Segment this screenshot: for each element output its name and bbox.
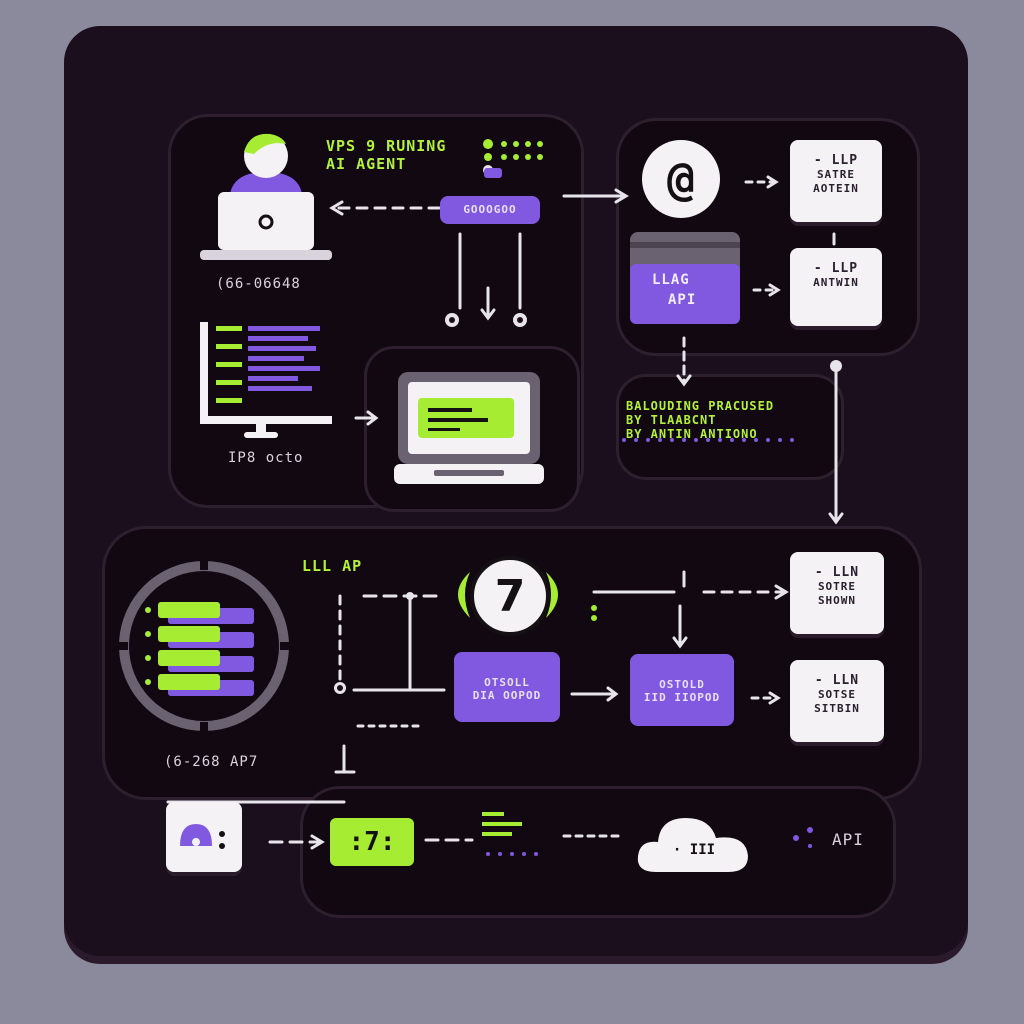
- card-c-line-2: SOTRE: [817, 580, 857, 593]
- bottom-app-icon[interactable]: [166, 802, 242, 872]
- pill-right-line-1: OSTOLD: [659, 678, 705, 691]
- processing-line-3: BY ANTIN ANTIONO: [626, 427, 758, 441]
- server-caption: (6-268 AP7: [164, 754, 259, 770]
- data-lines-icon: [478, 808, 538, 848]
- card-d-line-2: SOTSE: [817, 688, 857, 701]
- vps-label-line-1: VPS 9 RUNING: [326, 137, 447, 155]
- profile-glyph-icon: [180, 824, 225, 849]
- card-b-title: - LLP: [813, 261, 859, 276]
- llp-card-b[interactable]: - LLP ANTWIN: [790, 248, 882, 326]
- lln-card-c[interactable]: - LLN SOTRE SHOWN: [790, 552, 884, 634]
- card-a-title: - LLP: [813, 153, 859, 168]
- bottom-panel: [300, 786, 896, 918]
- card-c-line-3: SHOWN: [817, 594, 857, 607]
- cloud-icon: · III: [636, 808, 752, 876]
- lln-card-d[interactable]: - LLN SOTSE SITBIN: [790, 660, 884, 742]
- pill-right[interactable]: OSTOLD IID IIOPOD: [630, 654, 734, 726]
- agent-action-button[interactable]: GOOOGOO: [440, 196, 540, 224]
- processing-panel: [616, 374, 844, 480]
- number-block[interactable]: :7:: [330, 818, 414, 866]
- diagram-frame: VPS 9 RUNING AI AGENT GOOOGOO (66-06648 …: [64, 26, 968, 956]
- user-caption: (66-06648: [216, 276, 301, 292]
- card-d-line-3: SITBIN: [814, 702, 860, 715]
- pill-right-line-2: IID IIOPOD: [643, 691, 721, 704]
- api-label: API: [832, 830, 864, 849]
- pill-left-line-2: DIA OOPOD: [472, 689, 542, 702]
- cloud-text: · III: [672, 842, 716, 858]
- email-at-icon: @: [642, 140, 720, 218]
- user-avatar-icon: [224, 130, 308, 194]
- vps-label-line-2: AI AGENT: [326, 155, 407, 173]
- card-a-line-2: SATRE: [816, 168, 856, 181]
- processing-line-2: BY TLAABCNT: [626, 413, 717, 427]
- pill-left-line-1: OTSOLL: [484, 676, 530, 689]
- llm-label: LLL AP: [302, 557, 363, 575]
- number-badge-wings: [442, 560, 574, 630]
- card-b-line-2: ANTWIN: [813, 276, 859, 289]
- pill-left[interactable]: OTSOLL DIA OOPOD: [454, 652, 560, 722]
- llp-card-a[interactable]: - LLP SATRE AOTEIN: [790, 140, 882, 222]
- laptop-icon: [200, 192, 332, 264]
- card-d-title: - LLN: [814, 673, 860, 688]
- server-rack-icon: [114, 556, 294, 736]
- llm-api-box: LLAG API: [630, 232, 740, 324]
- card-c-title: - LLN: [814, 565, 860, 580]
- number-badge: 7: [470, 556, 550, 636]
- llm-api-label-1: LLAG: [652, 272, 690, 288]
- laptop-display-icon: [394, 372, 544, 490]
- card-a-line-3: AOTEIN: [813, 182, 859, 195]
- terminal-monitor-icon: [192, 322, 338, 444]
- connector-lines: [166, 139, 844, 856]
- llm-api-label-2: API: [668, 292, 697, 308]
- processing-line-1: BALOUDING PRACUSED: [626, 399, 775, 413]
- terminal-caption: IP8 octo: [228, 450, 304, 466]
